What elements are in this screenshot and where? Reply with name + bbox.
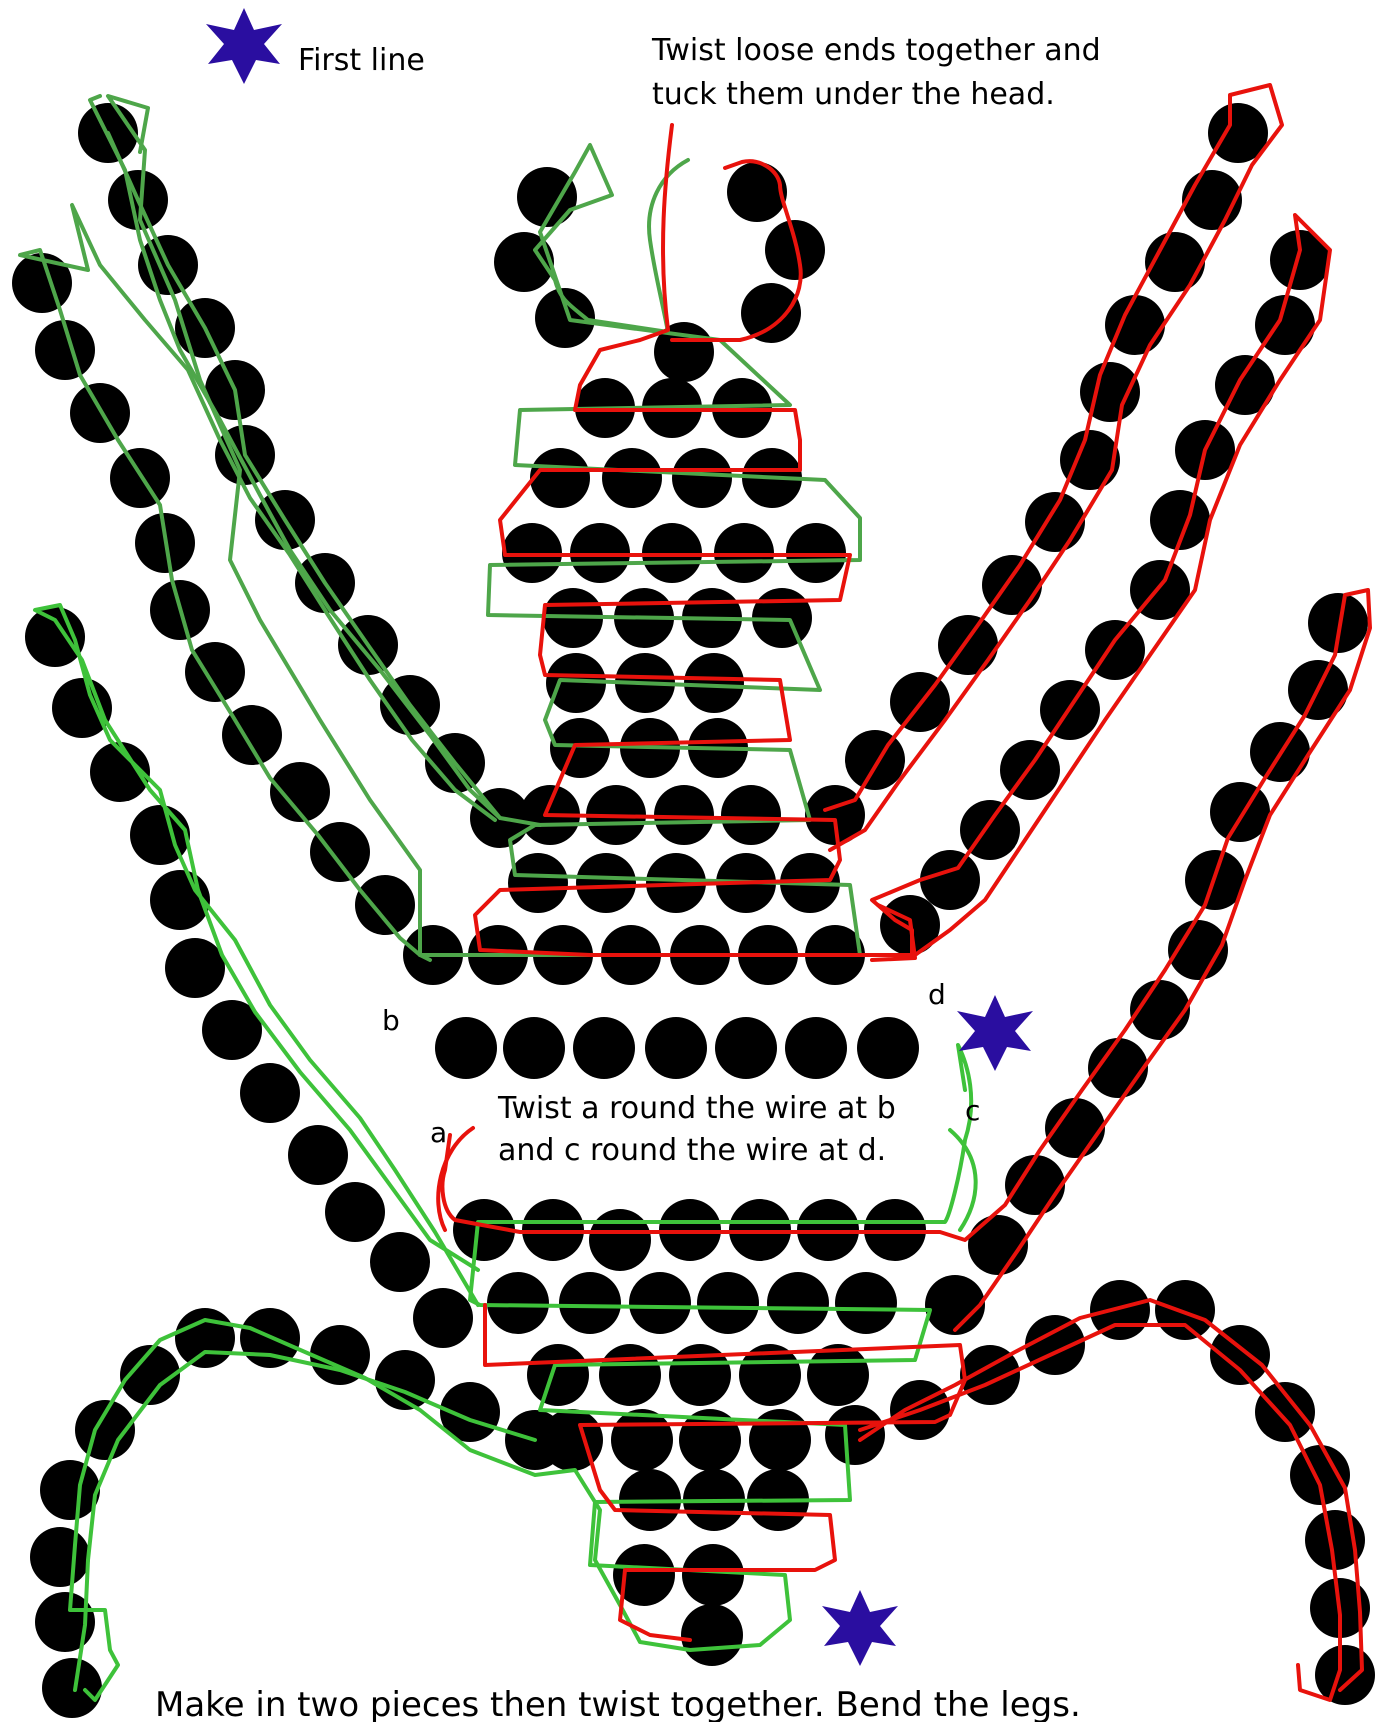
star-icon xyxy=(957,995,1033,1071)
star-icon xyxy=(206,8,282,84)
left-leg-4-beads xyxy=(30,1308,565,1718)
label-twist-mid-line-2: and c round the wire at d. xyxy=(498,1133,886,1168)
label-first-line: First line xyxy=(298,43,425,78)
label-point-c: c xyxy=(965,1094,980,1127)
green-wire-left-leg-3 xyxy=(20,205,495,955)
beads xyxy=(12,103,1375,1718)
label-twist-top-line-1: Twist loose ends together and xyxy=(651,33,1101,68)
right-leg-4-beads xyxy=(825,1280,1375,1705)
star-icon xyxy=(822,1590,898,1666)
label-twist-top-line-2: tuck them under the head. xyxy=(652,77,1055,112)
right-leg-3-beads xyxy=(925,593,1368,1335)
label-point-d: d xyxy=(928,978,946,1011)
red-wire-right-leg-4 xyxy=(860,1300,1362,1700)
label-point-a: a xyxy=(430,1116,447,1149)
green-wire-c-hook xyxy=(950,1130,976,1230)
right-leg-2-beads xyxy=(880,230,1330,955)
label-twist-mid-line-1: Twist a round the wire at b xyxy=(497,1091,896,1126)
label-bottom-note: Make in two pieces then twist together. … xyxy=(155,1685,1081,1722)
upper-body-beads xyxy=(435,162,919,1079)
label-point-b: b xyxy=(382,1004,400,1037)
